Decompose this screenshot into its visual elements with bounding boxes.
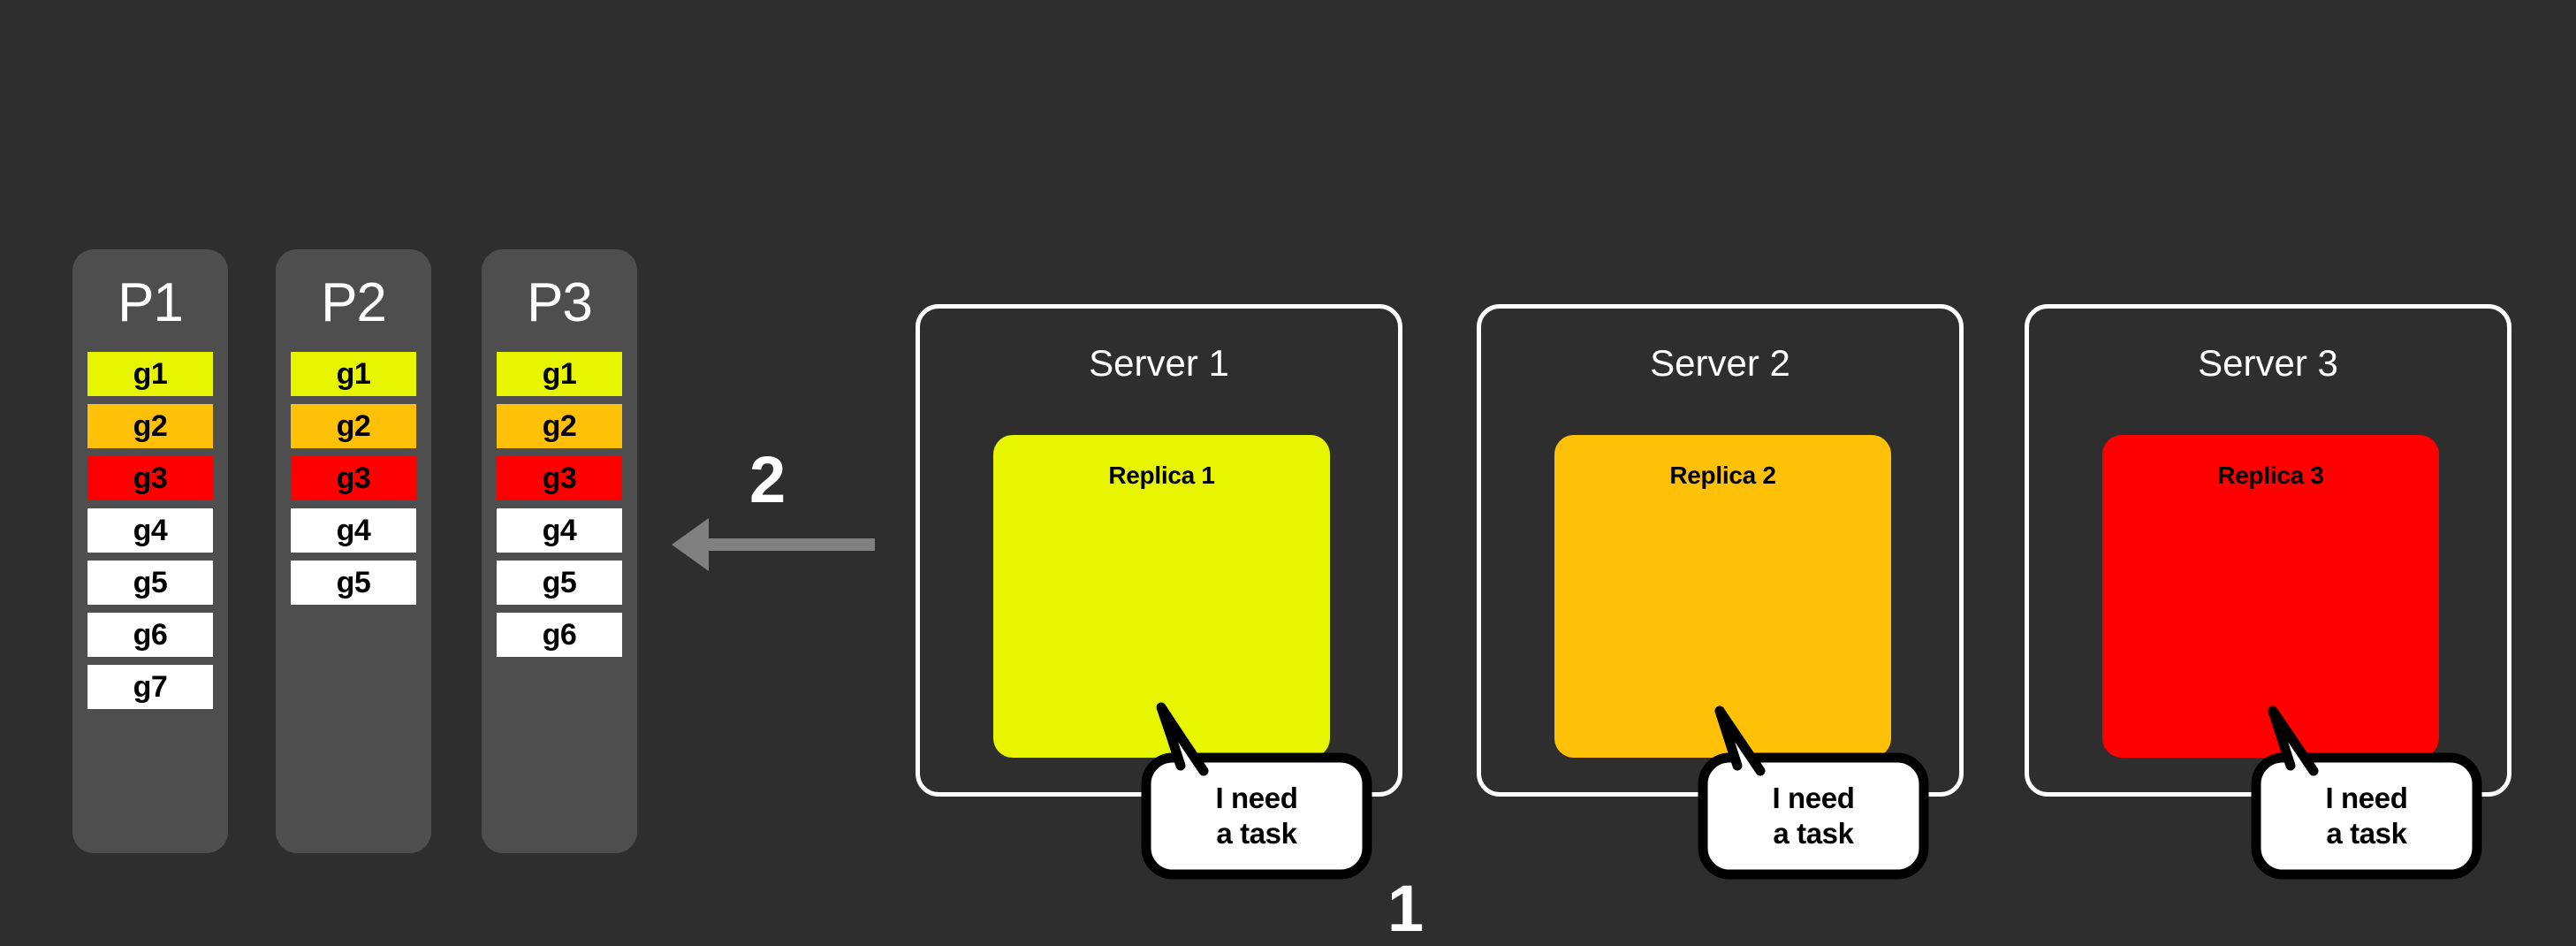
group-box[interactable]: g4 — [87, 508, 213, 553]
bubble-line-2: a task — [1773, 817, 1854, 850]
group-box[interactable]: g2 — [291, 404, 416, 448]
group-box[interactable]: g6 — [87, 613, 213, 657]
group-box[interactable]: g6 — [497, 613, 622, 657]
arrow-head-icon — [672, 518, 709, 571]
bubble-line-1: I need — [1215, 781, 1298, 814]
speech-bubble-server-1[interactable]: I need a task — [1141, 702, 1372, 880]
replica-label: Replica 1 — [1108, 462, 1215, 489]
bubble-text: I need a task — [1698, 753, 1928, 879]
group-box[interactable]: g5 — [497, 561, 622, 605]
replica-label: Replica 3 — [2217, 462, 2324, 489]
group-box[interactable]: g3 — [497, 456, 622, 500]
step-label-one: 1 — [1387, 872, 1424, 945]
group-box[interactable]: g2 — [497, 404, 622, 448]
group-box[interactable]: g3 — [87, 456, 213, 500]
partition-title: P3 — [527, 272, 593, 333]
bubble-line-1: I need — [2325, 781, 2408, 814]
replica-label: Replica 2 — [1669, 462, 1776, 489]
group-box[interactable]: g4 — [497, 508, 622, 553]
speech-bubble-server-3[interactable]: I need a task — [2251, 706, 2482, 880]
bubble-line-1: I need — [1772, 781, 1855, 814]
partition-column-p3[interactable]: P3 g1 g2 g3 g4 g5 g6 — [482, 249, 637, 853]
server-title: Server 3 — [2198, 342, 2338, 384]
server-title: Server 1 — [1089, 342, 1229, 384]
group-box[interactable]: g5 — [87, 561, 213, 605]
replica-box-3[interactable]: Replica 3 — [2102, 435, 2439, 758]
bubble-text: I need a task — [1142, 753, 1372, 879]
arrow-shaft — [707, 538, 875, 551]
group-box[interactable]: g3 — [291, 456, 416, 500]
group-box[interactable]: g5 — [291, 561, 416, 605]
replica-box-2[interactable]: Replica 2 — [1554, 435, 1891, 758]
server-title: Server 2 — [1650, 342, 1790, 384]
partition-column-p1[interactable]: P1 g1 g2 g3 g4 g5 g6 g7 — [72, 249, 228, 853]
group-box[interactable]: g1 — [291, 352, 416, 396]
group-box[interactable]: g1 — [497, 352, 622, 396]
group-box[interactable]: g7 — [87, 665, 213, 709]
group-box[interactable]: g4 — [291, 508, 416, 553]
bubble-line-2: a task — [1216, 817, 1297, 850]
speech-bubble-server-2[interactable]: I need a task — [1698, 706, 1929, 880]
bubble-line-2: a task — [2326, 817, 2407, 850]
bubble-text: I need a task — [2252, 753, 2481, 879]
partition-column-p2[interactable]: P2 g1 g2 g3 g4 g5 — [276, 249, 431, 853]
step-label-two: 2 — [749, 443, 786, 516]
partition-title: P2 — [321, 272, 387, 333]
group-box[interactable]: g1 — [87, 352, 213, 396]
group-box[interactable]: g2 — [87, 404, 213, 448]
group-list: g1 g2 g3 g4 g5 g6 — [482, 352, 637, 657]
group-list: g1 g2 g3 g4 g5 — [276, 352, 431, 605]
arrow-servers-to-partitions — [672, 517, 875, 572]
group-list: g1 g2 g3 g4 g5 g6 g7 — [72, 352, 228, 709]
partition-title: P1 — [118, 272, 184, 333]
